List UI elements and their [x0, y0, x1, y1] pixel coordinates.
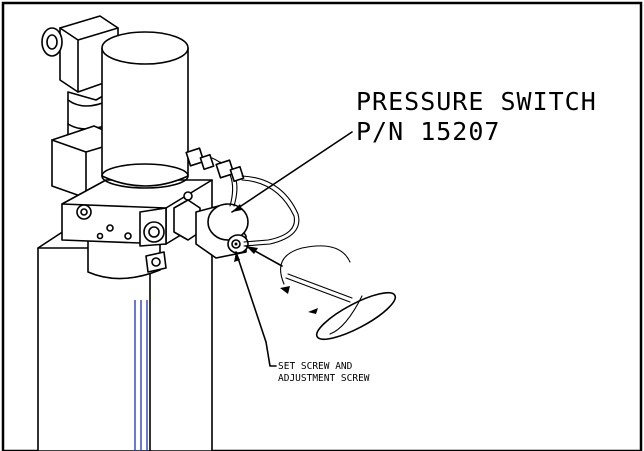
motor-cylinder: [101, 31, 189, 189]
wire-leads: [185, 147, 300, 247]
set-screw-label-line1: SET SCREW AND: [278, 361, 353, 372]
pressure-switch-label: PRESSURE SWITCH: [356, 87, 597, 116]
reservoir-tank: [37, 209, 213, 451]
callout-leaders: [231, 131, 353, 367]
part-number-label: P/N 15207: [356, 117, 500, 146]
set-screw-label-line2: ADJUSTMENT SCREW: [278, 373, 370, 384]
pressure-switch-body: [173, 199, 249, 259]
adjustment-screwdriver: [245, 245, 397, 341]
